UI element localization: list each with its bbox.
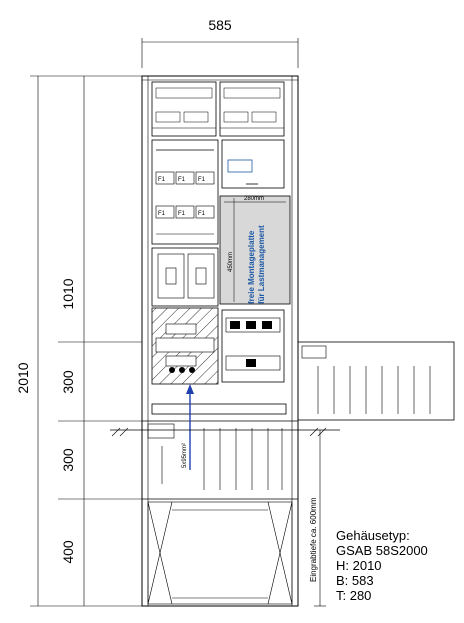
lower-right-meter	[221, 309, 285, 383]
fuse-label-6: F1	[198, 211, 206, 217]
housing-spec: Gehäusetyp: GSAB 58S2000 H: 2010 B: 583 …	[336, 528, 428, 603]
ground-line	[110, 427, 340, 437]
spec-line-2: GSAB 58S2000	[336, 543, 428, 558]
fuse-label-1: F1	[158, 177, 166, 183]
depth-dimension: Eingrabtiefe ca. 600mm	[309, 430, 326, 607]
fuse-label-5: F1	[178, 211, 186, 217]
segment-dimensions: 1010 300 300 400	[58, 76, 142, 606]
connection-zone	[151, 307, 219, 385]
cable-label: 5x95mm²	[182, 443, 188, 468]
top-width-label: 585	[208, 17, 232, 33]
upper-right-device	[221, 139, 285, 189]
mounting-plate: 280mm 450mm freie Montageplatte für Last…	[219, 195, 291, 305]
segment-label-4: 400	[60, 540, 76, 564]
spec-line-5: T: 280	[336, 588, 372, 603]
fuse-label-4: F1	[158, 211, 166, 217]
segment-label-3: 300	[60, 448, 76, 472]
plate-text-2: für Lastmanagement	[257, 225, 266, 304]
fuse-switch	[151, 247, 219, 307]
fuse-label-2: F1	[178, 177, 186, 183]
segment-label-1: 1010	[60, 278, 76, 309]
side-view	[297, 341, 455, 421]
top-dimension: 585	[141, 17, 299, 68]
base-section	[147, 423, 283, 490]
spec-line-4: B: 583	[336, 573, 374, 588]
plate-width-label: 280mm	[244, 196, 264, 202]
foundation	[147, 501, 293, 605]
fuse-panel: F1 F1 F1 F1 F1 F1	[151, 139, 219, 245]
total-height-dimension: 2010	[15, 75, 142, 607]
spec-line-1: Gehäusetyp:	[336, 528, 410, 543]
fuse-label-3: F1	[198, 177, 206, 183]
depth-label: Eingrabtiefe ca. 600mm	[309, 497, 318, 582]
top-meter-panels	[151, 81, 285, 137]
segment-label-2: 300	[60, 370, 76, 394]
plate-height-label: 450mm	[228, 252, 234, 272]
spec-line-3: H: 2010	[336, 558, 382, 573]
total-height-label: 2010	[15, 362, 31, 393]
plate-text-1: freie Montageplatte	[247, 230, 256, 304]
cable-entry: 5x95mm²	[151, 384, 287, 470]
